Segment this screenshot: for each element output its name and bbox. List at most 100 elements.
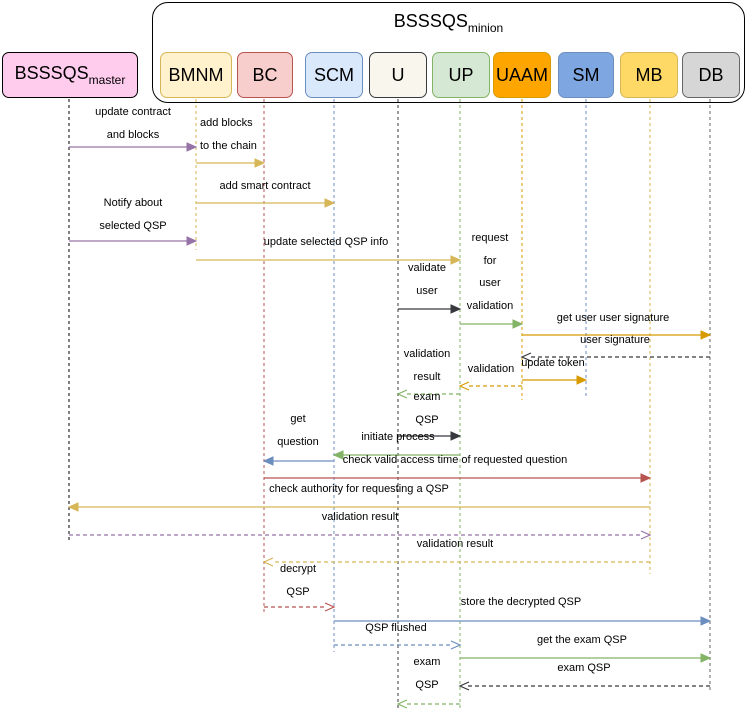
message-label-5: update selected QSP info [263, 236, 389, 248]
message-arrow-14 [332, 450, 460, 460]
message-arrowhead-11 [458, 381, 470, 391]
message-label-3: add smart contract [219, 180, 311, 192]
message-label-24: exam QSP [557, 662, 611, 674]
message-arrow-7 [460, 319, 524, 329]
actor-db-label: DB [698, 64, 724, 85]
message-label-4-line-2: selected QSP [99, 219, 167, 232]
message-label-1-line-1: update contract [95, 106, 171, 118]
message-label-11: validation [467, 363, 515, 375]
message-label-12-line-1: validation [403, 348, 451, 360]
message-arrowhead-2 [254, 158, 266, 168]
message-label-6-line-2: user [416, 284, 438, 297]
message-arrow-13 [398, 431, 462, 441]
message-label-6-line-1: validate [408, 262, 446, 274]
message-label-13-line-2: QSP [415, 413, 439, 426]
message-label-13-line-1: exam [413, 391, 441, 403]
actor-mb-label: MB [635, 64, 663, 85]
message-arrow-5 [196, 255, 462, 265]
message-label-25-line-2: QSP [415, 678, 439, 691]
actor-up-label: UP [448, 64, 474, 85]
message-label-7-line-2: for [483, 254, 497, 267]
actor-u-label: U [391, 64, 405, 85]
message-label-12-line-2: result [413, 370, 441, 383]
message-label-19: validation result [416, 538, 494, 550]
message-label-7-line-4: validation [466, 299, 514, 312]
message-label-14: initiate process [361, 431, 435, 443]
actor-master-label: BSSSQSmaster [14, 63, 126, 87]
message-label-10: update token [521, 357, 585, 369]
message-arrowhead-20 [324, 602, 336, 612]
message-arrowhead-16 [640, 473, 652, 483]
message-arrowhead-22 [450, 640, 462, 650]
actor-sm-label: SM [572, 64, 600, 85]
message-label-2-line-2: to the chain [200, 139, 257, 152]
message-arrowhead-3 [324, 198, 336, 208]
actor-mb: MB [620, 52, 678, 98]
actor-bc-label: BC [252, 64, 278, 85]
message-label-9: user signature [580, 334, 650, 346]
message-label-25-line-1: exam [413, 656, 441, 668]
message-arrowhead-19 [262, 557, 274, 567]
message-arrow-17 [67, 502, 650, 512]
message-arrowhead-6 [450, 304, 462, 314]
actor-uaam: UAAM [493, 52, 551, 98]
message-arrowhead-25 [396, 699, 408, 709]
message-arrowhead-15 [262, 456, 274, 466]
actor-scm: SCM [305, 52, 363, 98]
message-label-20-line-1: decrypt [279, 563, 317, 575]
message-arrow-19 [262, 557, 650, 567]
message-arrow-20 [264, 602, 336, 612]
actor-u: U [369, 52, 427, 98]
message-arrowhead-23 [700, 653, 712, 663]
actor-bmnm-label: BMNM [168, 64, 224, 85]
message-arrow-18 [69, 530, 652, 540]
message-label-15-line-1: get [290, 413, 306, 425]
message-arrow-1 [69, 142, 198, 152]
message-arrow-4 [69, 236, 198, 246]
minion-group-title: BSSSQSminion [393, 11, 504, 35]
actor-sm: SM [558, 52, 614, 98]
message-arrow-2 [196, 158, 266, 168]
message-arrowhead-17 [67, 502, 79, 512]
message-arrowhead-14 [332, 450, 344, 460]
message-label-21: store the decrypted QSP [460, 596, 582, 608]
actor-bmnm: BMNM [160, 52, 232, 98]
message-arrowhead-21 [700, 616, 712, 626]
message-arrow-25 [396, 699, 460, 709]
actor-db: DB [682, 52, 740, 98]
message-arrow-8 [522, 330, 712, 340]
message-label-23: get the exam QSP [537, 634, 627, 646]
message-arrowhead-12 [396, 389, 408, 399]
actor-up: UP [432, 52, 490, 98]
message-label-20-line-2: QSP [286, 585, 310, 598]
message-arrowhead-1 [186, 142, 198, 152]
actor-bc: BC [237, 52, 293, 98]
message-arrowhead-18 [640, 530, 652, 540]
message-label-4-line-1: Notify about [103, 197, 163, 209]
message-label-7-line-1: request [471, 232, 509, 244]
message-label-15-line-2: question [277, 435, 319, 448]
message-label-16: check valid access time of requested que… [342, 454, 568, 466]
message-arrowhead-24 [458, 681, 470, 691]
actor-scm-label: SCM [314, 64, 354, 85]
message-label-1-line-2: and blocks [106, 128, 160, 141]
message-arrow-24 [458, 681, 710, 691]
message-arrowhead-13 [450, 431, 462, 441]
message-arrowhead-5 [450, 255, 462, 265]
message-arrow-9 [520, 352, 710, 362]
message-arrow-22 [334, 640, 462, 650]
message-arrow-16 [264, 473, 652, 483]
message-label-7-line-3: user [479, 277, 501, 289]
message-arrow-10 [522, 375, 588, 385]
message-arrowhead-8 [700, 330, 712, 340]
message-arrowhead-4 [186, 236, 198, 246]
message-arrow-21 [334, 616, 712, 626]
message-arrow-6 [398, 304, 462, 314]
message-label-2-line-1: add blocks [200, 117, 253, 129]
message-label-17: check authority for requesting a QSP [269, 483, 449, 495]
message-label-22: QSP flushed [365, 622, 427, 634]
actor-uaam-label: UAAM [495, 64, 548, 85]
message-arrowhead-9 [520, 352, 532, 362]
message-arrow-23 [460, 653, 712, 663]
